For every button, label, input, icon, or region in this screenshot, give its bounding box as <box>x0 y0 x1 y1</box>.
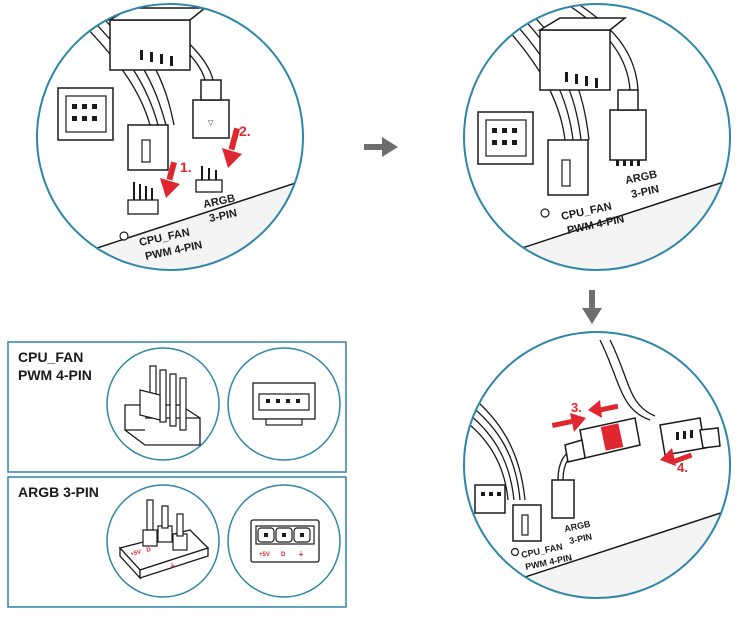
step-3-label: 3. <box>571 400 582 415</box>
red-arrow-step-3-left <box>551 413 586 432</box>
circle-outline <box>36 3 304 271</box>
screw-hole <box>510 547 520 557</box>
pin-label-d: D <box>146 547 152 554</box>
pin-label-ground: ⏚ <box>169 562 177 570</box>
fan-plug-4pin <box>512 504 542 542</box>
arrow-right-icon <box>364 137 398 157</box>
screw-hole <box>540 208 550 218</box>
left-connector <box>477 111 534 165</box>
3pin-label: 3-PIN <box>568 531 593 546</box>
fan-header-block <box>107 7 208 71</box>
arrow-down-icon <box>582 290 602 324</box>
pin-label-5v: +5V <box>259 552 270 558</box>
red-arrow-step-1 <box>160 161 180 198</box>
cpu-fan-box-title: CPU_FAN <box>18 349 83 365</box>
left-connector <box>57 87 114 141</box>
pin-label-ground: ⏚ <box>298 551 304 558</box>
step-1-label: 1. <box>180 159 192 175</box>
pin-label-d: D <box>281 552 286 558</box>
argb-pinout-box: ARGB 3-PIN +5V D ⏚ <box>7 476 347 608</box>
pwm-4pin-box-title: PWM 4-PIN <box>18 367 92 383</box>
cable-bundle <box>469 339 656 501</box>
board-4pin-header <box>127 182 159 215</box>
argb-plug: ▽ <box>192 79 230 139</box>
svg-text:▽: ▽ <box>208 120 214 127</box>
3pin-label: 3-PIN <box>630 183 660 201</box>
argb-device-plug <box>659 417 721 456</box>
circle-connected: CPU_FAN PWM 4-PIN ARGB 3-PIN <box>463 3 731 271</box>
fan-header-block <box>537 17 628 91</box>
argb-plug <box>609 89 647 166</box>
4pin-header-top-view <box>252 382 316 426</box>
screw-hole <box>119 231 129 241</box>
circle-outline <box>463 3 731 271</box>
red-arrow-step-3-right <box>588 400 619 418</box>
3pin-label: 3-PIN <box>208 207 238 225</box>
circle-step-3-4: 3. 4. CPU_FAN PWM 4-PIN ARGB 3-PIN <box>463 331 731 599</box>
argb-3pin-box-title: ARGB 3-PIN <box>18 484 99 500</box>
red-arrow-step-4 <box>660 448 693 466</box>
fan-plug-4pin <box>547 139 589 196</box>
board-3pin-header <box>195 166 223 193</box>
fan-plug-4pin <box>127 124 169 171</box>
3pin-header-top-view: +5V D ⏚ <box>250 519 320 563</box>
3pin-header-illustration: +5V D ⏚ <box>118 499 210 580</box>
extension-coupler <box>564 417 641 463</box>
step-4-label: 4. <box>677 460 688 475</box>
left-connector <box>474 484 506 514</box>
pin-label-5v: +5V <box>130 549 142 558</box>
4pin-header-illustration <box>124 365 201 446</box>
red-arrow-step-2 <box>222 127 242 168</box>
step-2-label: 2. <box>239 123 251 139</box>
circle-outline <box>463 331 731 599</box>
cpu-fan-pinout-box: CPU_FAN PWM 4-PIN <box>7 341 347 473</box>
motherboard-edge <box>464 503 730 598</box>
circle-step-1-2: ▽ 1. 2. CPU_FAN <box>36 3 304 271</box>
